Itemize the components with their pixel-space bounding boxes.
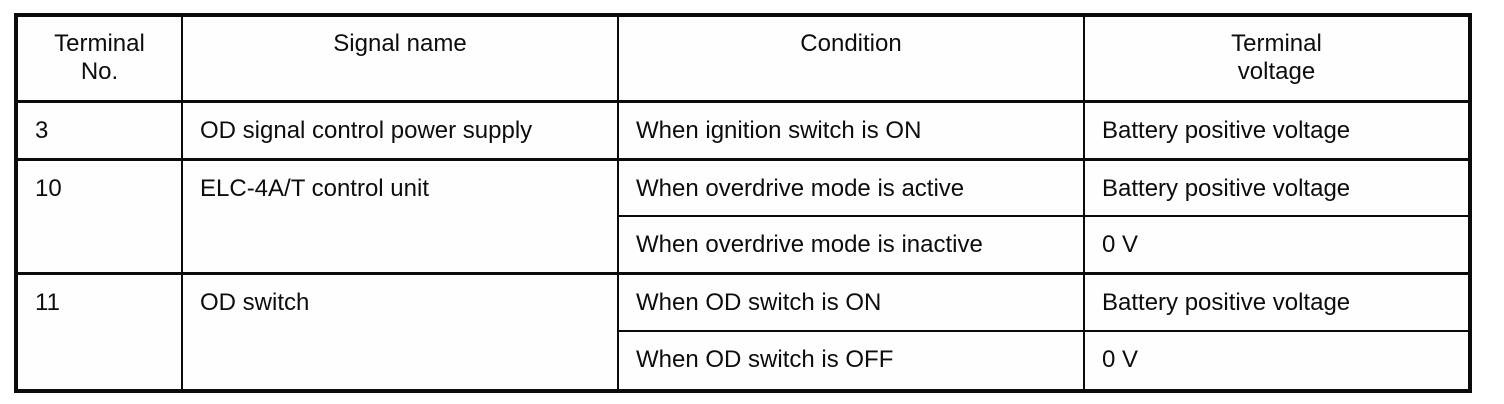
cell-terminal-voltage: 0 V [1083,215,1471,274]
header-terminal-no-line1: Terminal [54,30,145,57]
header-terminal-voltage-line1: Terminal [1231,30,1322,57]
table-row: 10 ELC-4A/T control unit When overdrive … [15,157,1471,274]
header-terminal-no: Terminal No. [15,14,183,103]
cell-terminal-voltage: Battery positive voltage [1083,157,1471,217]
table-row: 11 OD switch When OD switch is ON Batter… [15,271,1471,392]
cell-terminal-voltage: Battery positive voltage [1083,271,1471,332]
cell-condition: When overdrive mode is inactive [617,215,1085,274]
cell-condition: When ignition switch is ON [617,99,1085,160]
table-subrow: When OD switch is OFF 0 V [16,330,1471,392]
cell-condition: When overdrive mode is active [617,157,1085,217]
header-terminal-voltage: Terminal voltage [1083,14,1471,103]
table-header-row: Terminal No. Signal name Condition Termi… [15,14,1471,103]
cell-terminal-voltage: Battery positive voltage [1083,99,1471,160]
header-condition: Condition [617,14,1085,103]
header-terminal-no-line2: No. [80,58,119,85]
header-condition-line1: Condition [800,30,902,57]
header-terminal-voltage-line2: voltage [1237,58,1316,85]
cell-condition: When OD switch is OFF [617,330,1085,392]
table-row: 3 OD signal control power supply When ig… [15,99,1471,160]
table-subrow: When overdrive mode is inactive 0 V [16,215,1471,274]
cell-signal-name: OD signal control power supply [181,99,619,160]
cell-signal-name: OD switch [181,271,619,392]
cell-condition: When OD switch is ON [617,271,1085,332]
header-signal-name: Signal name [181,14,619,103]
cell-terminal-no: 11 [15,271,183,392]
terminal-voltage-table: Terminal No. Signal name Condition Termi… [14,13,1472,393]
cell-signal-name: ELC-4A/T control unit [181,157,619,274]
cell-terminal-no: 3 [15,99,183,160]
header-signal-name-line1: Signal name [333,30,467,57]
cell-terminal-voltage: 0 V [1083,330,1471,392]
cell-terminal-no: 10 [15,157,183,274]
